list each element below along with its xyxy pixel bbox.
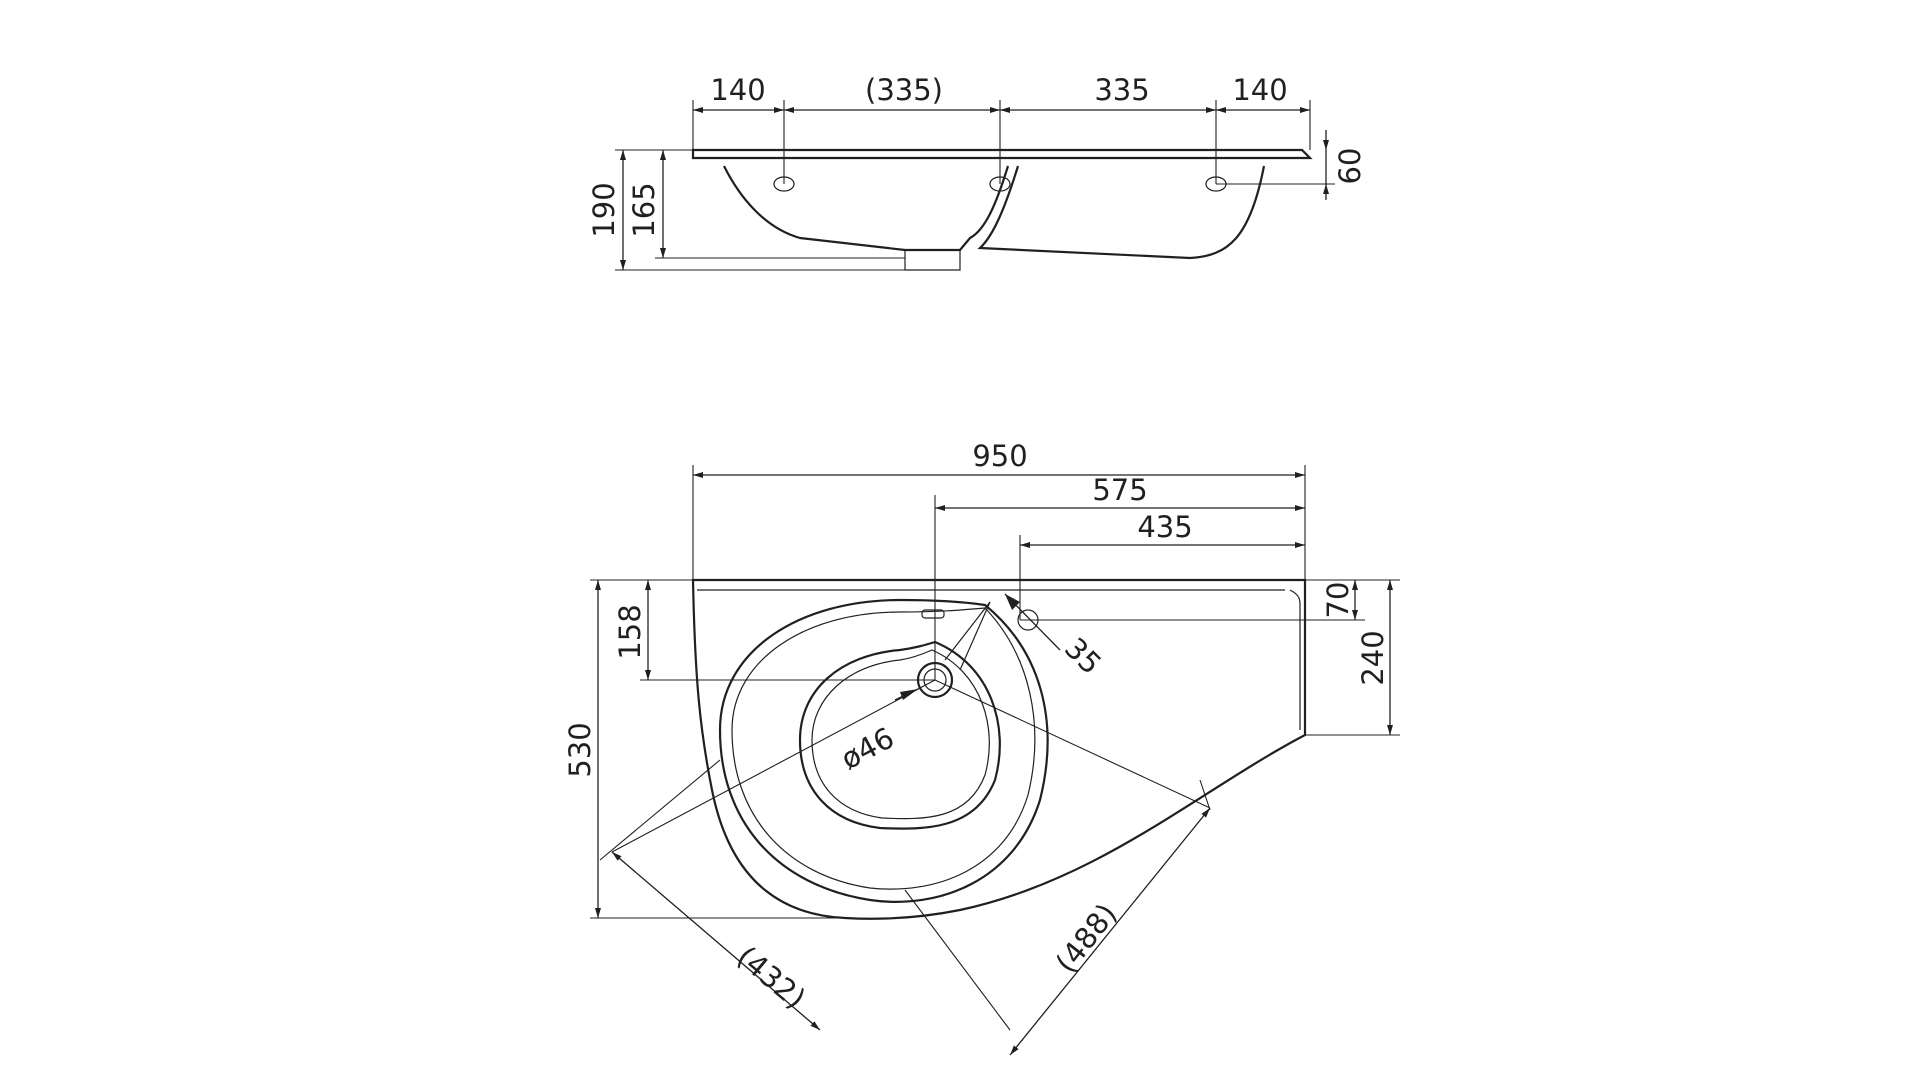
dim-side-60: 60 bbox=[1333, 148, 1367, 185]
plan-view: 950 575 435 530 158 70 240 bbox=[563, 439, 1400, 1056]
dim-side-165: 165 bbox=[627, 182, 661, 237]
plan-left-dimensions: 530 158 bbox=[563, 579, 935, 919]
plan-diagonal-dimensions: (432) (488) bbox=[599, 679, 1211, 1056]
dim-plan-240: 240 bbox=[1356, 630, 1390, 685]
dim-plan-70: 70 bbox=[1321, 582, 1355, 619]
side-left-dimensions: 190 165 bbox=[587, 149, 905, 271]
dim-tap-hole-35: 35 bbox=[1058, 631, 1108, 681]
side-top-dimensions: 140 (335) 335 140 bbox=[692, 73, 1311, 184]
dim-side-190: 190 bbox=[587, 182, 621, 237]
dim-plan-575: 575 bbox=[1092, 473, 1147, 507]
dim-side-140-right: 140 bbox=[1232, 73, 1287, 107]
dim-side-335: 335 bbox=[1094, 73, 1149, 107]
side-right-dimensions: 60 bbox=[1216, 130, 1367, 200]
dim-diagonal-488: (488) bbox=[1049, 897, 1124, 979]
dim-plan-950: 950 bbox=[972, 439, 1027, 473]
dim-plan-435: 435 bbox=[1137, 510, 1192, 544]
plan-top-dimensions: 950 575 435 bbox=[692, 439, 1306, 680]
side-view: 140 (335) 335 140 190 165 60 bbox=[587, 73, 1367, 271]
dim-plan-530: 530 bbox=[563, 722, 597, 777]
dim-plan-158: 158 bbox=[613, 604, 647, 659]
plan-hole-callouts: 35 ø46 bbox=[835, 593, 1108, 777]
dim-side-140-left: 140 bbox=[710, 73, 765, 107]
plan-basin-outline bbox=[691, 578, 1307, 920]
dim-side-335-bracket: (335) bbox=[865, 73, 943, 107]
plan-right-dimensions: 70 240 bbox=[1020, 579, 1400, 736]
dim-diagonal-432: (432) bbox=[731, 939, 813, 1015]
dim-waste-hole-46: ø46 bbox=[835, 721, 899, 777]
side-basin-outline bbox=[691, 148, 1313, 271]
